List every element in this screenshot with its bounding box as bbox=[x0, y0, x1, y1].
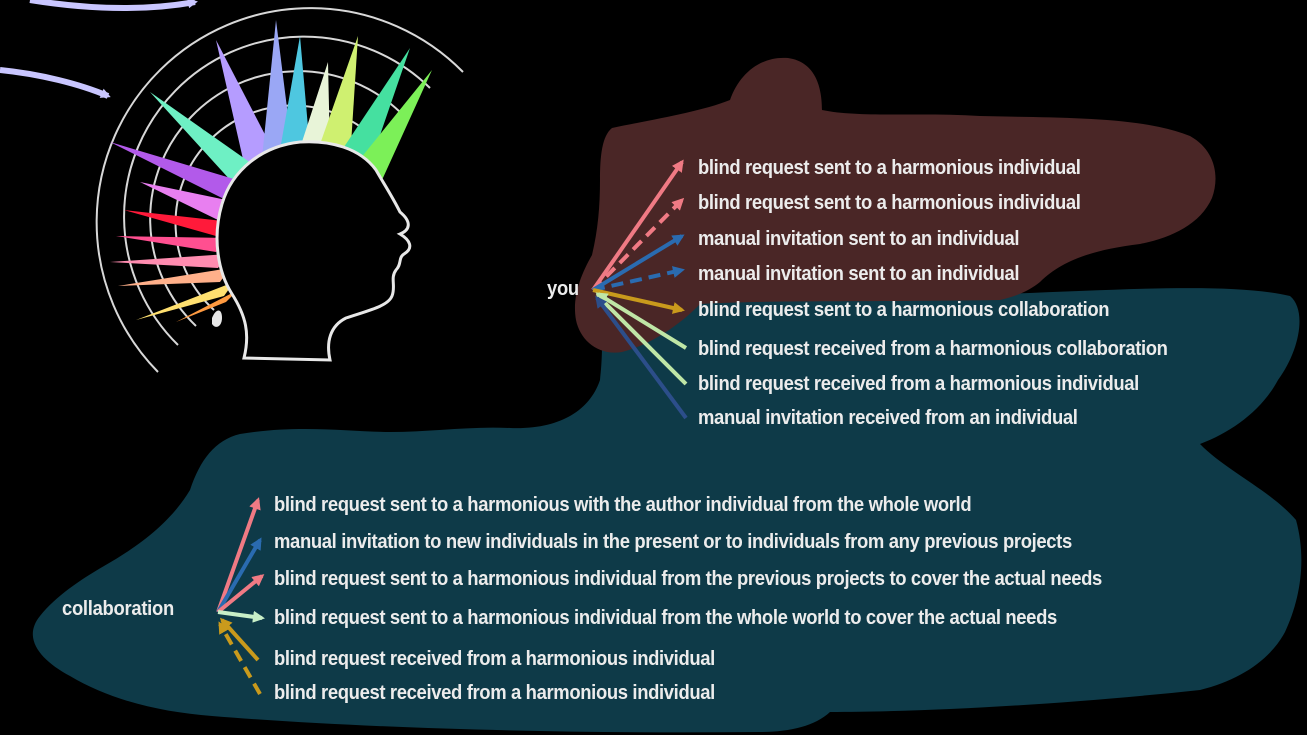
collaboration-item-6: blind request received from a harmonious… bbox=[274, 681, 715, 705]
you-item-7: blind request received from a harmonious… bbox=[698, 372, 1139, 396]
you-item-3: manual invitation sent to an individual bbox=[698, 227, 1019, 251]
you-item-6: blind request received from a harmonious… bbox=[698, 337, 1168, 361]
you-item-8: manual invitation received from an indiv… bbox=[698, 406, 1078, 430]
collaboration-item-2: manual invitation to new individuals in … bbox=[274, 530, 1072, 554]
you-item-4: manual invitation sent to an individual bbox=[698, 262, 1019, 286]
collaboration-item-3: blind request sent to a harmonious indiv… bbox=[274, 567, 1102, 591]
head-silhouette-with-mohawk-icon bbox=[97, 8, 463, 372]
you-item-2: blind request sent to a harmonious indiv… bbox=[698, 191, 1081, 215]
collaboration-item-4: blind request sent to a harmonious indiv… bbox=[274, 606, 1057, 630]
you-hub-label: you bbox=[547, 278, 579, 301]
you-item-5: blind request sent to a harmonious colla… bbox=[698, 298, 1109, 322]
you-item-1: blind request sent to a harmonious indiv… bbox=[698, 156, 1081, 180]
collaboration-item-1: blind request sent to a harmonious with … bbox=[274, 493, 971, 517]
collaboration-hub-label: collaboration bbox=[62, 598, 174, 621]
pointer-arrow-lower bbox=[0, 70, 108, 96]
pointer-arrow-upper bbox=[30, 0, 195, 8]
collaboration-item-5: blind request received from a harmonious… bbox=[274, 647, 715, 671]
